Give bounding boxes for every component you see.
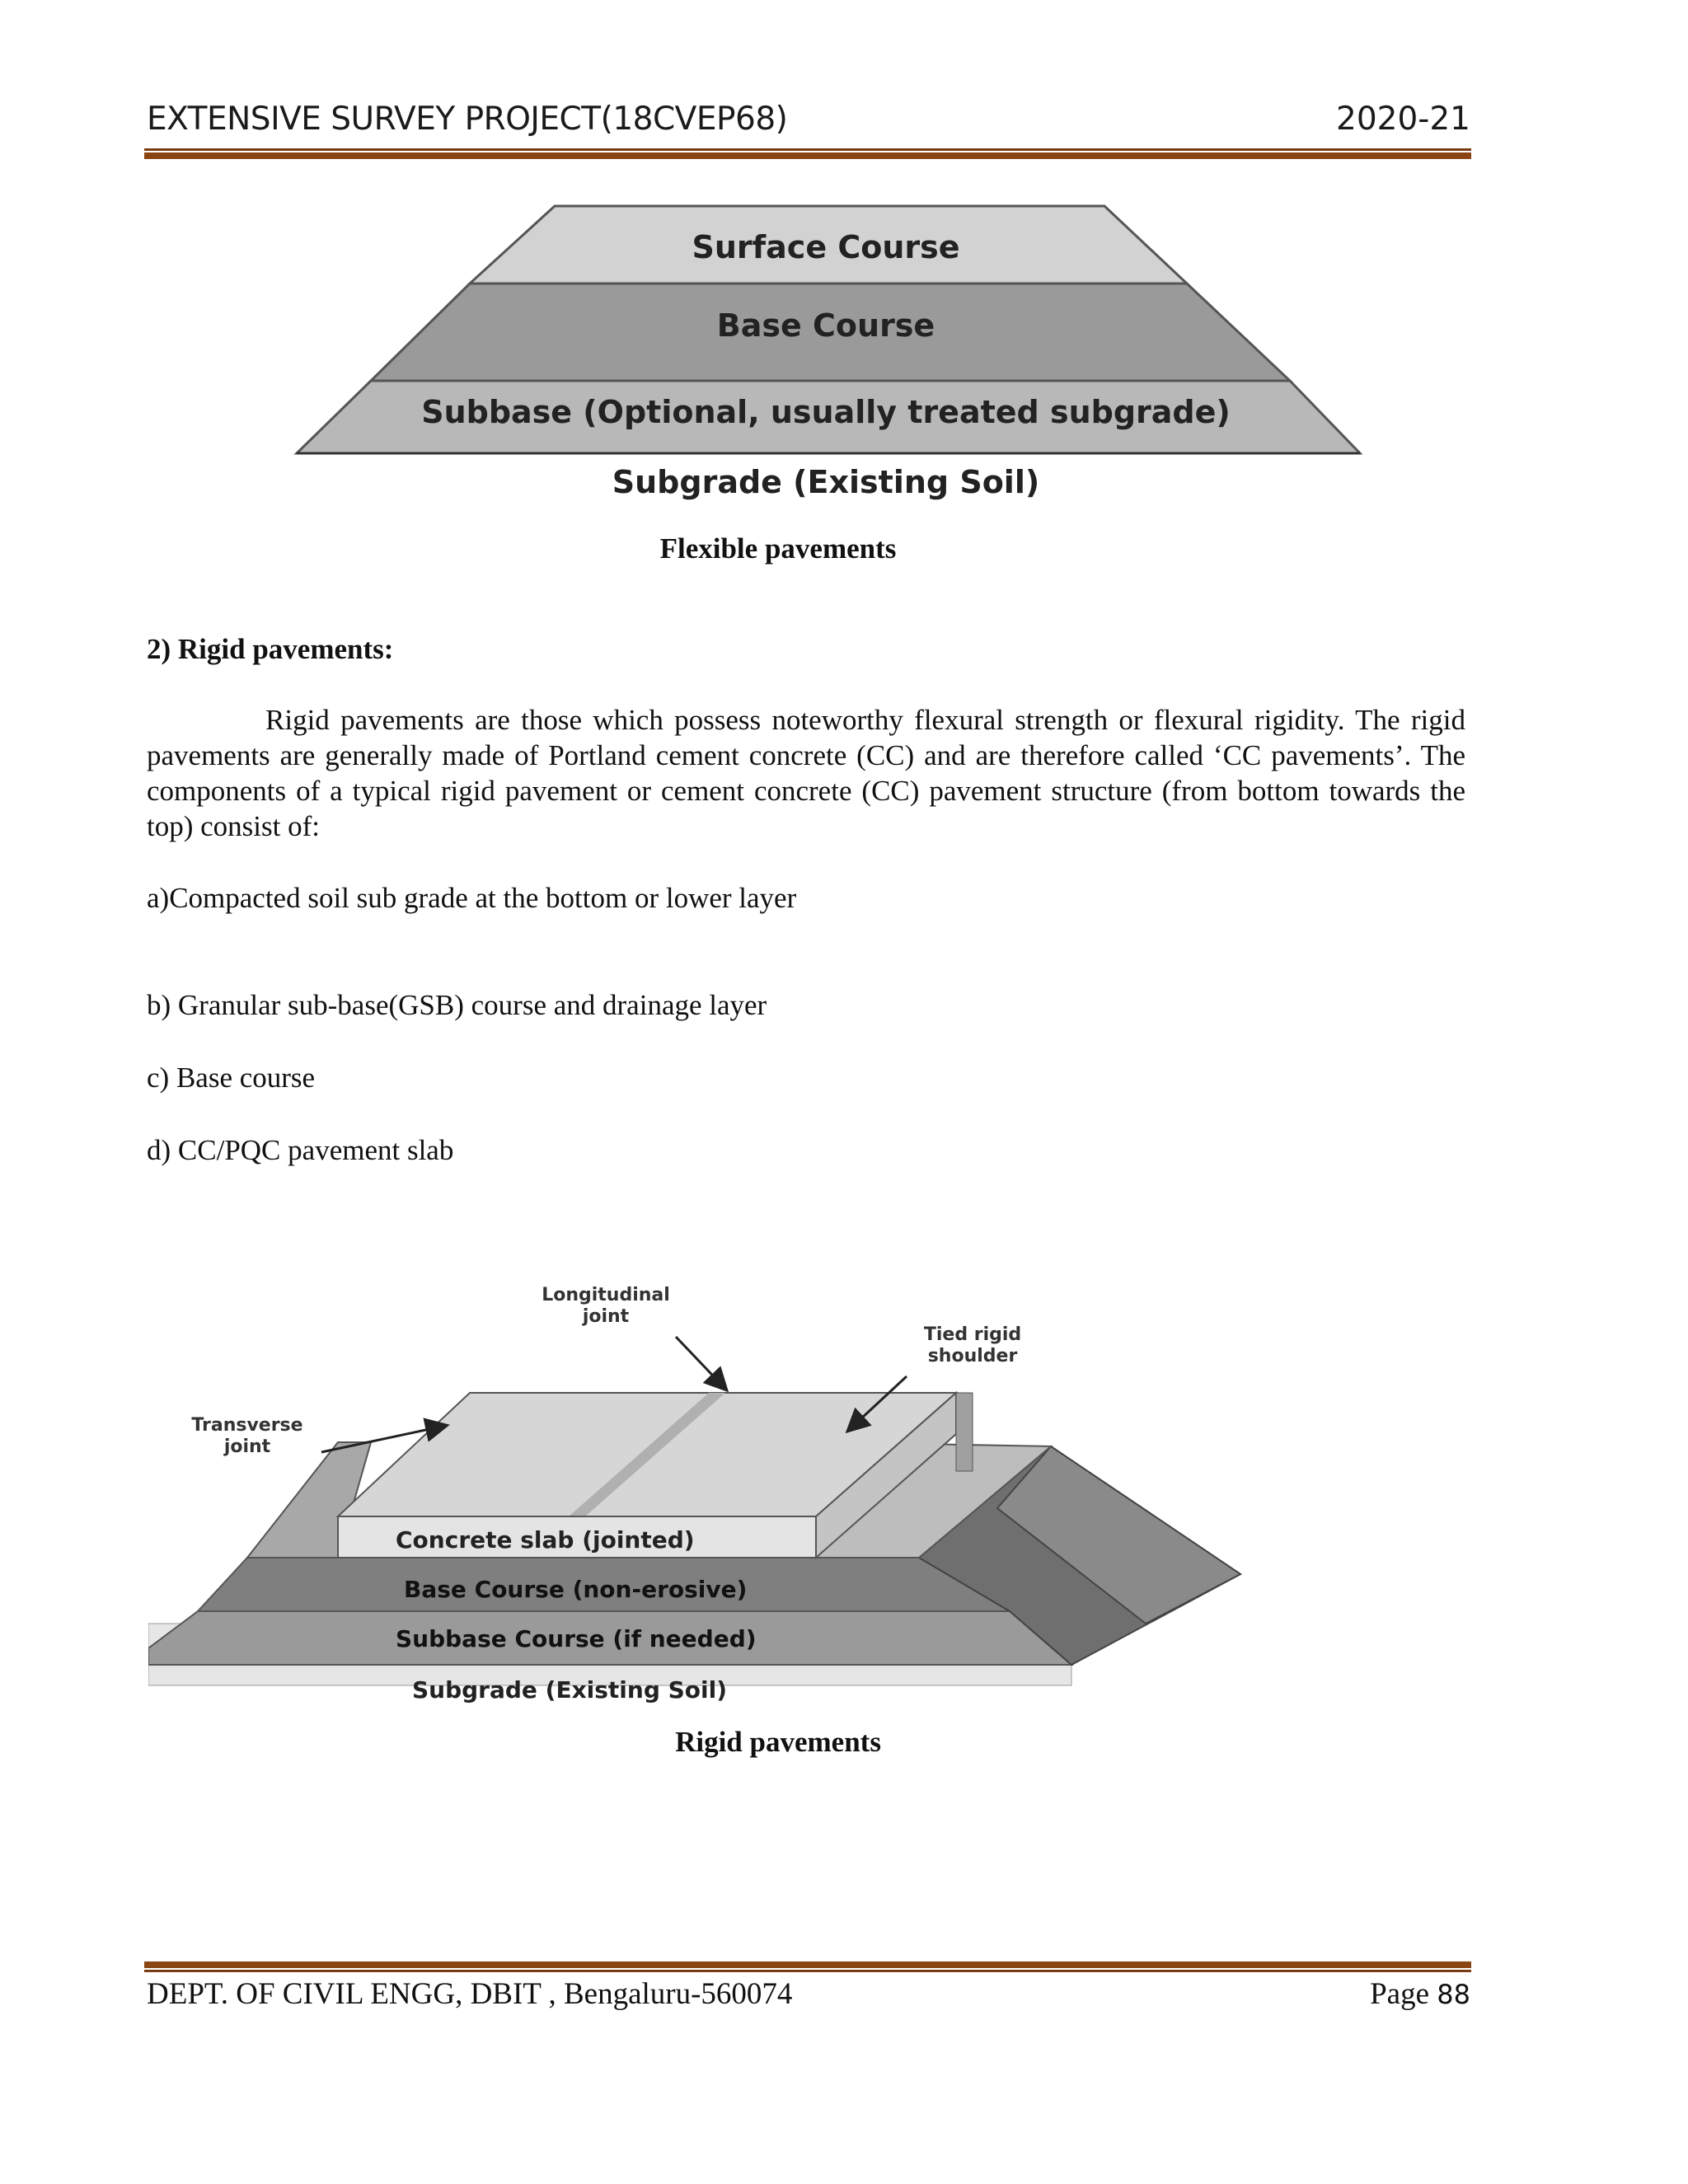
subbase-label: Subbase (Optional, usually treated subgr… xyxy=(421,394,1231,430)
page-number: 88 xyxy=(1437,1979,1470,2010)
footer-page: Page 88 xyxy=(1370,1976,1470,2012)
footer-rule xyxy=(144,1961,1471,1972)
list-item: b) Granular sub-base(GSB) course and dra… xyxy=(147,989,767,1021)
subbase-course-label: Subbase Course (if needed) xyxy=(396,1625,757,1652)
header-rule xyxy=(144,148,1471,159)
page-label: Page xyxy=(1370,1977,1430,2011)
subgrade-label: Subgrade (Existing Soil) xyxy=(612,464,1039,500)
header-title: EXTENSIVE SURVEY PROJECT(18CVEP68) xyxy=(147,101,788,138)
base-course-label: Base Course xyxy=(717,307,935,344)
header-year: 2020-21 xyxy=(1336,101,1470,138)
base-label: Base Course (non-erosive) xyxy=(404,1576,747,1603)
subgrade-existing-label: Subgrade (Existing Soil) xyxy=(412,1676,727,1704)
section-heading: 2) Rigid pavements: xyxy=(147,633,394,665)
tied-shoulder-label-2: shoulder xyxy=(928,1346,1018,1366)
longitudinal-joint-label-2: joint xyxy=(582,1306,630,1327)
list-item: a)Compacted soil sub grade at the bottom… xyxy=(147,882,797,914)
paragraph-text: Rigid pavements are those which possess … xyxy=(147,704,1465,842)
transverse-joint-label-1: Transverse xyxy=(191,1415,302,1436)
figure2-caption: Rigid pavements xyxy=(675,1726,881,1758)
rigid-pavement-diagram: Longitudinal joint Tied rigid shoulder T… xyxy=(148,1285,1242,1704)
transverse-joint-label-2: joint xyxy=(223,1436,271,1457)
tied-shoulder-label-1: Tied rigid xyxy=(924,1324,1021,1345)
footer-dept: DEPT. OF CIVIL ENGG, DBIT , Bengaluru-56… xyxy=(147,1977,793,2011)
flexible-pavement-diagram: Surface Course Base Course Subbase (Opti… xyxy=(293,204,1363,500)
list-item: c) Base course xyxy=(147,1062,316,1094)
list-item: d) CC/PQC pavement slab xyxy=(147,1134,454,1166)
section-paragraph: Rigid pavements are those which possess … xyxy=(147,702,1465,844)
figure1-caption: Flexible pavements xyxy=(659,532,897,565)
surface-course-label: Surface Course xyxy=(692,229,959,265)
slab-label: Concrete slab (jointed) xyxy=(396,1526,695,1554)
longitudinal-joint-label-1: Longitudinal xyxy=(542,1285,670,1305)
